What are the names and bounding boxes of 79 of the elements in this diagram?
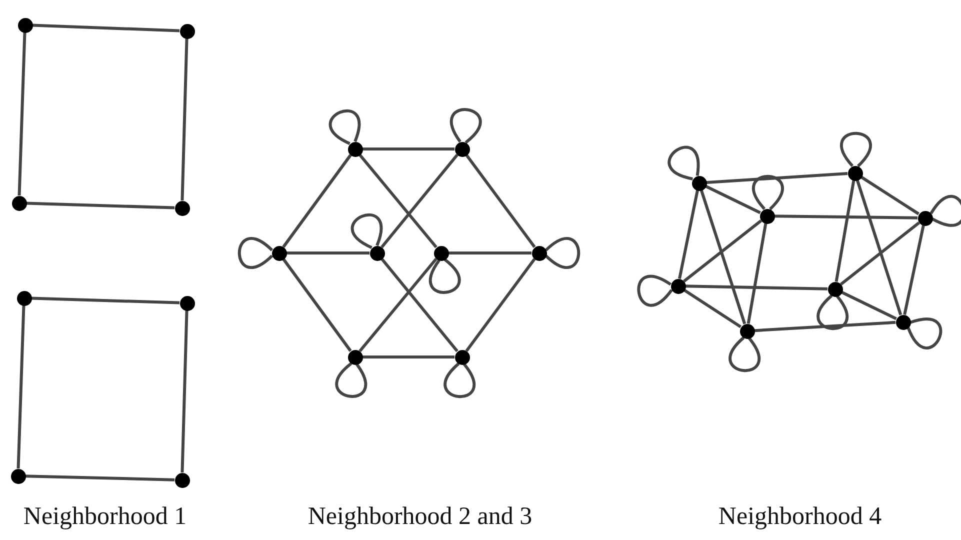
self-loop <box>906 318 942 350</box>
caption: Neighborhood 2 and 3 <box>308 503 532 531</box>
edge-line <box>32 24 180 32</box>
self-loop <box>752 174 784 210</box>
vertex-dot <box>760 208 774 224</box>
edge-line <box>754 320 896 332</box>
vertex-dot <box>828 282 842 296</box>
self-loop <box>328 109 360 145</box>
vertex-dot <box>532 246 546 260</box>
edge-line <box>700 190 746 324</box>
edge-line <box>358 154 438 248</box>
edge-line <box>26 202 175 210</box>
vertex-dot <box>918 210 932 226</box>
edge-line <box>685 284 828 290</box>
self-loop <box>350 213 382 249</box>
vertex-dot <box>692 176 706 190</box>
edge-line <box>840 221 920 286</box>
edge-line <box>31 296 180 304</box>
self-loop <box>238 237 273 269</box>
edge-line <box>358 258 438 352</box>
edge-line <box>834 180 856 282</box>
vertex-dot <box>434 246 448 260</box>
edge-line <box>465 154 536 248</box>
edge-line <box>380 258 458 352</box>
self-loop <box>335 362 368 398</box>
edge-line <box>380 154 458 248</box>
vertex-dot <box>740 324 754 338</box>
edge-line <box>25 474 175 482</box>
edge-line <box>362 148 454 150</box>
vertex-dot <box>174 472 190 488</box>
vertex-dot <box>16 290 32 306</box>
vertex-dot <box>180 24 194 38</box>
vertex-dot <box>896 314 910 330</box>
vertex-dot <box>10 468 26 484</box>
edge-line <box>860 176 920 216</box>
edge-line <box>16 305 26 469</box>
self-loop <box>545 237 580 269</box>
edge-line <box>362 356 454 358</box>
self-loop <box>450 108 482 144</box>
edge-line <box>282 154 352 248</box>
edge-line <box>774 214 918 220</box>
edge-line <box>286 252 370 254</box>
edge-line <box>682 219 762 283</box>
vertex-dot <box>174 200 190 216</box>
edge-line <box>706 172 848 184</box>
edge-line <box>705 184 761 214</box>
edge-line <box>180 38 188 201</box>
vertex-dot <box>180 296 194 310</box>
self-loop <box>930 194 961 227</box>
edge-line <box>282 258 352 352</box>
self-loop <box>816 294 848 330</box>
self-loop <box>428 258 461 294</box>
edge-line <box>18 32 26 196</box>
self-loop <box>728 336 760 372</box>
caption: Neighborhood 4 <box>718 503 882 531</box>
vertex-dot <box>348 350 362 364</box>
vertex-dot <box>12 196 26 210</box>
vertex-dot <box>454 350 470 364</box>
edge-line <box>683 288 742 328</box>
edge-line <box>746 223 768 324</box>
edge-line <box>678 190 699 279</box>
edge-line <box>856 180 902 316</box>
edge-line <box>180 310 188 473</box>
edge-line <box>448 252 532 254</box>
self-loop <box>444 362 476 398</box>
vertex-dot <box>848 166 862 180</box>
caption: Neighborhood 1 <box>23 503 187 531</box>
vertex-dot <box>670 278 686 294</box>
vertex-dot <box>272 246 286 260</box>
self-loop <box>840 132 872 168</box>
self-loop <box>668 146 700 180</box>
edge-line <box>903 225 925 315</box>
vertex-dot <box>454 142 470 156</box>
edge-line <box>841 290 897 320</box>
vertex-dot <box>348 142 362 156</box>
vertex-dot <box>370 246 384 260</box>
vertex-dot <box>18 18 32 32</box>
self-loop <box>637 274 673 307</box>
edge-line <box>465 258 536 352</box>
